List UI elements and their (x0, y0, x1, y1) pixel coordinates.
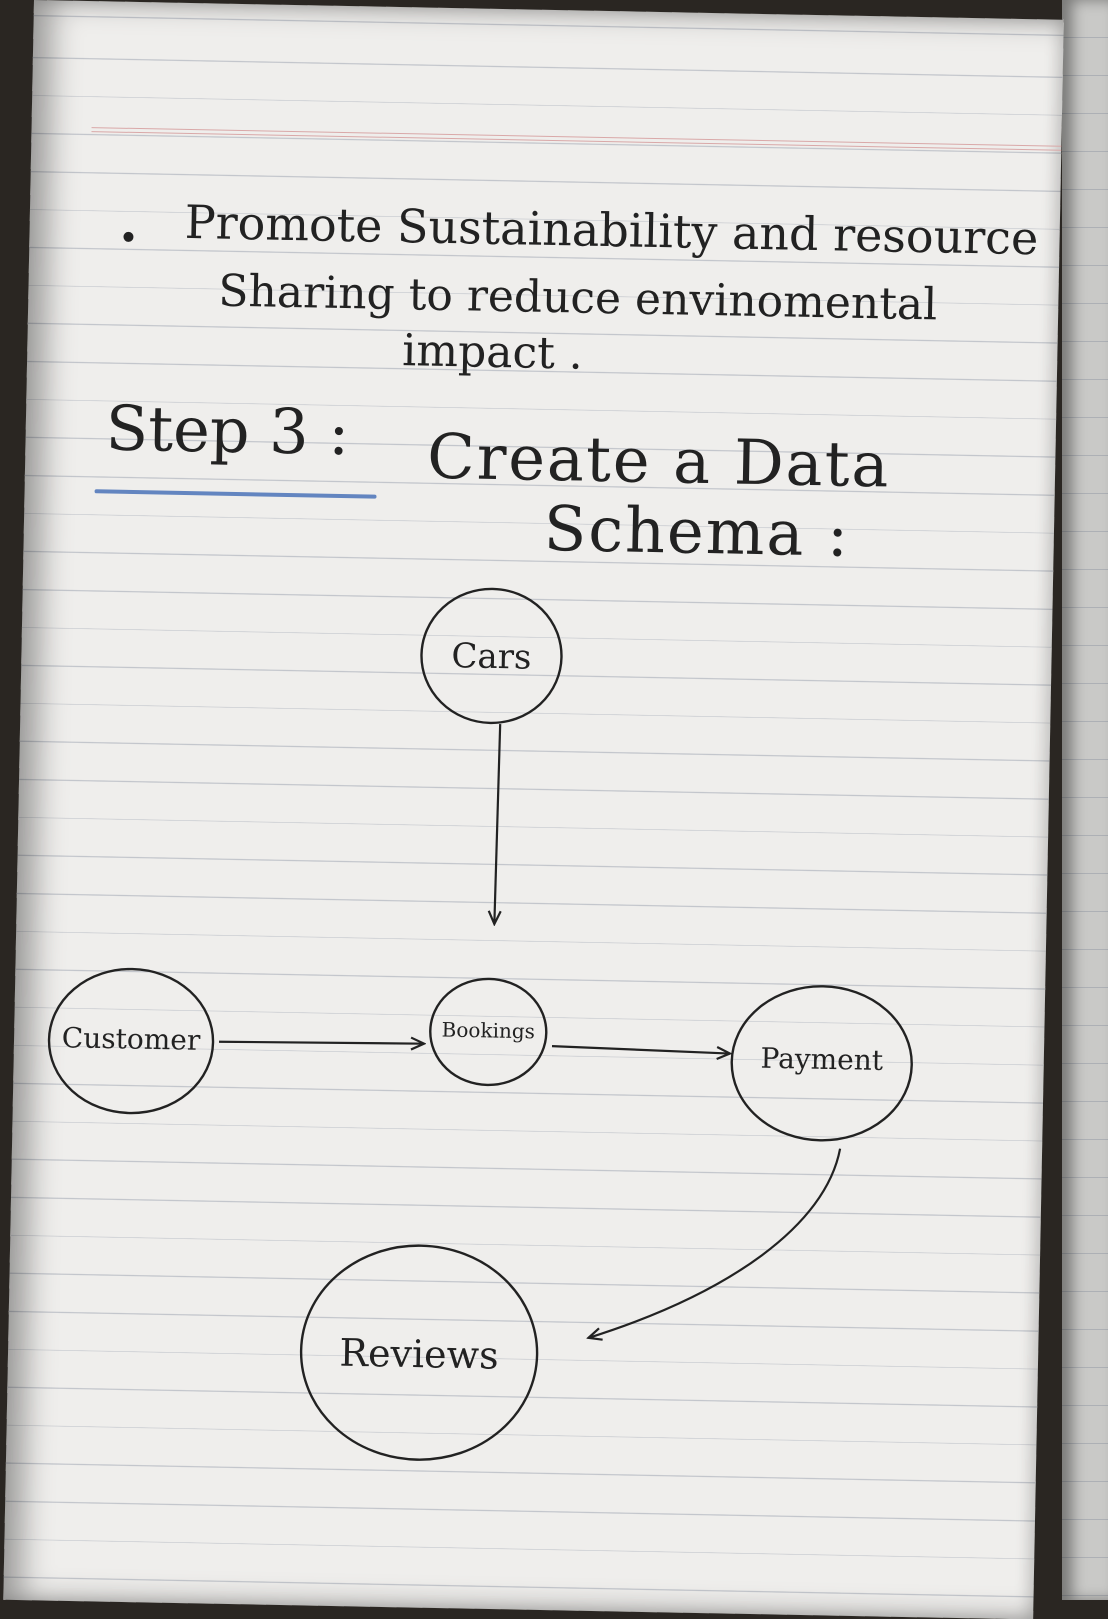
node-payment: Payment (730, 985, 913, 1142)
node-cars-circle (420, 587, 563, 725)
data-schema-diagram: Cars Customer Bookings Payment Reviews (47, 587, 913, 1461)
node-bookings: Bookings (429, 977, 548, 1087)
node-bookings-label: Bookings (441, 1018, 535, 1044)
node-reviews-label: Reviews (339, 1331, 499, 1378)
node-payment-circle (730, 985, 913, 1142)
node-cars-label: Cars (451, 636, 532, 678)
node-customer: Customer (47, 967, 215, 1115)
node-reviews: Reviews (299, 1244, 539, 1461)
next-notebook-page (1062, 0, 1108, 1600)
node-bookings-circle (429, 977, 548, 1087)
notebook-page: Promote Sustainability and resource Shar… (3, 0, 1064, 1619)
edge-cars-to-bookings (494, 724, 500, 924)
node-customer-label: Customer (62, 1021, 202, 1057)
edge-customer-to-bookings (219, 1040, 424, 1046)
node-reviews-circle (299, 1244, 539, 1461)
node-cars: Cars (420, 587, 563, 725)
edge-bookings-to-payment (551, 1045, 730, 1053)
node-customer-circle (47, 967, 215, 1115)
node-payment-label: Payment (760, 1042, 884, 1077)
edge-payment-to-reviews (588, 1148, 842, 1343)
